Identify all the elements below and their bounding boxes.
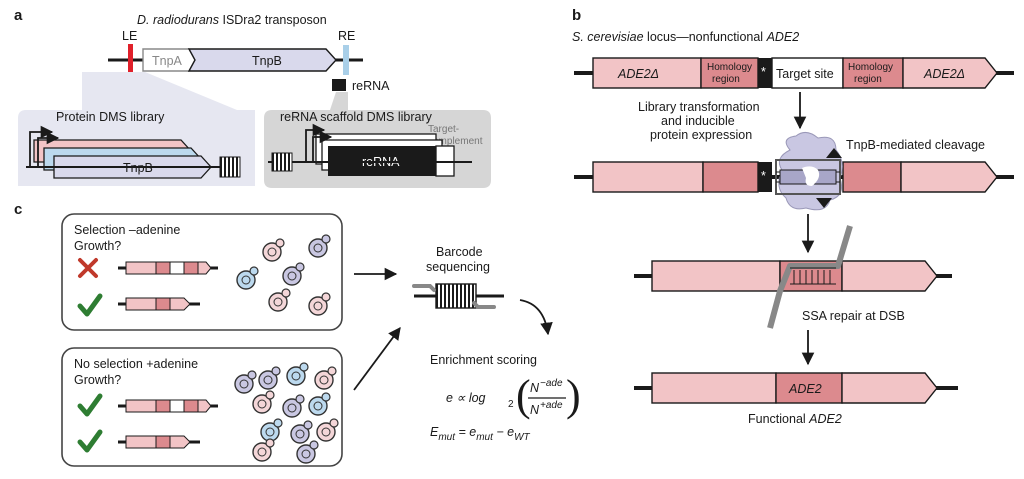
- svg-text:e ∝ log: e ∝ log: [446, 391, 486, 405]
- barcode-line1: Barcode: [436, 245, 483, 259]
- svg-text:−ade: −ade: [540, 378, 563, 389]
- cleavage-locus: *: [574, 132, 1014, 211]
- panel-b-label: b: [572, 7, 581, 24]
- svg-text:Emut = emut − eWT: Emut = emut − eWT: [430, 425, 531, 443]
- panel-a: a D. radiodurans ISDra2 transposon LE RE…: [14, 7, 491, 188]
- panel-c-label: c: [14, 201, 22, 218]
- step1-line1: Library transformation: [638, 100, 760, 114]
- tnpa-label: TnpA: [152, 54, 183, 68]
- le-label: LE: [122, 29, 137, 43]
- homology-right-1: Homology: [848, 62, 893, 73]
- target-site-label: Target site: [776, 67, 834, 81]
- nonfunctional-locus: ADE2Δ Homology region * Target site Homo…: [574, 57, 1014, 89]
- barcode-sequencing-icon: [412, 283, 504, 309]
- no-selection-line2: Growth?: [74, 373, 121, 387]
- target-complement-line2: complement: [428, 136, 483, 147]
- protein-dms-library: Protein DMS library TnpB: [18, 72, 255, 186]
- locus-title: S. cerevisiae locus—nonfunctional ADE2: [572, 30, 799, 44]
- scaffold-lib-title: reRNA scaffold DMS library: [280, 110, 433, 124]
- step1-line2: and inducible: [661, 114, 735, 128]
- ssa-label: SSA repair at DSB: [802, 309, 905, 323]
- ssa-repair-locus: [634, 225, 952, 329]
- svg-text:): ): [566, 371, 581, 420]
- tnpb-gene: [187, 48, 337, 72]
- selection-line2: Growth?: [74, 239, 121, 253]
- target-complement-line1: Target-: [428, 124, 459, 135]
- no-selection-box: No selection +adenine Growth?: [61, 347, 343, 467]
- star-marker: *: [761, 65, 766, 79]
- ade2-delta-right: ADE2Δ: [923, 67, 965, 81]
- step1-line3: protein expression: [650, 128, 752, 142]
- enrichment-equation: e ∝ log 2 ( N −ade N +ade ) Emut = emut …: [430, 371, 581, 443]
- panel-b: b S. cerevisiae locus—nonfunctional ADE2…: [572, 7, 1014, 426]
- cleavage-label: TnpB-mediated cleavage: [846, 138, 985, 152]
- ade2-label: ADE2: [788, 382, 822, 396]
- ade2-delta-left: ADE2Δ: [617, 67, 659, 81]
- protein-lib-title: Protein DMS library: [56, 110, 165, 124]
- barcode-line2: sequencing: [426, 260, 490, 274]
- re-label: RE: [338, 29, 355, 43]
- functional-label: Functional ADE2: [748, 412, 842, 426]
- panel-c: c Selection –adenine Growth?: [14, 201, 581, 467]
- homology-left-2: region: [712, 74, 740, 85]
- promoter-arrow-icon: [29, 125, 54, 167]
- svg-text:(: (: [516, 371, 531, 420]
- cross-icon: [78, 258, 98, 278]
- svg-text:*: *: [761, 169, 766, 183]
- le-marker: [128, 44, 133, 77]
- transposon-title: D. radiodurans ISDra2 transposon: [137, 13, 327, 27]
- no-selection-line1: No selection +adenine: [74, 357, 198, 371]
- enrichment-title: Enrichment scoring: [430, 353, 537, 367]
- svg-text:+ade: +ade: [540, 400, 563, 411]
- functional-locus: ADE2: [634, 372, 958, 404]
- svg-text:2: 2: [508, 399, 514, 410]
- svg-text:N: N: [530, 381, 540, 395]
- homology-left-1: Homology: [707, 62, 752, 73]
- selection-line1: Selection –adenine: [74, 223, 180, 237]
- rerna-box: [332, 79, 346, 91]
- svg-text:N: N: [530, 403, 540, 417]
- barcode-icon: [219, 156, 241, 178]
- panel-a-label: a: [14, 7, 23, 24]
- selection-box: Selection –adenine Growth?: [61, 213, 343, 331]
- tnpb-label: TnpB: [252, 54, 282, 68]
- homology-right-2: region: [854, 74, 882, 85]
- rerna-label: reRNA: [352, 79, 390, 93]
- re-marker: [343, 45, 349, 75]
- rerna-scaffold-library: reRNA scaffold DMS library Target- compl…: [264, 92, 491, 188]
